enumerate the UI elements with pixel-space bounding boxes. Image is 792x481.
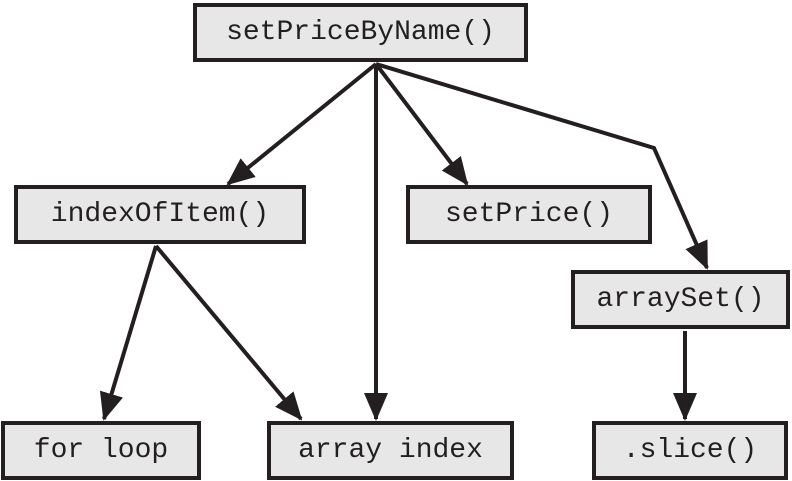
node-slice: .slice() <box>592 421 788 480</box>
edge-root-to-set-price <box>374 62 469 186</box>
node-array-set: arraySet() <box>571 270 790 329</box>
node-array-index: array index <box>267 421 514 480</box>
edge-index-of-item-to-array-index <box>154 244 303 421</box>
node-for-loop: for loop <box>1 421 201 480</box>
edge-root-to-index-of-item <box>226 62 378 186</box>
node-index-of-item: indexOfItem() <box>14 185 306 244</box>
edge-root-to-array-set <box>375 62 709 270</box>
node-set-price-by-name: setPriceByName() <box>193 3 528 62</box>
edge-index-of-item-to-for-loop <box>99 245 158 421</box>
node-set-price: setPrice() <box>406 185 652 244</box>
